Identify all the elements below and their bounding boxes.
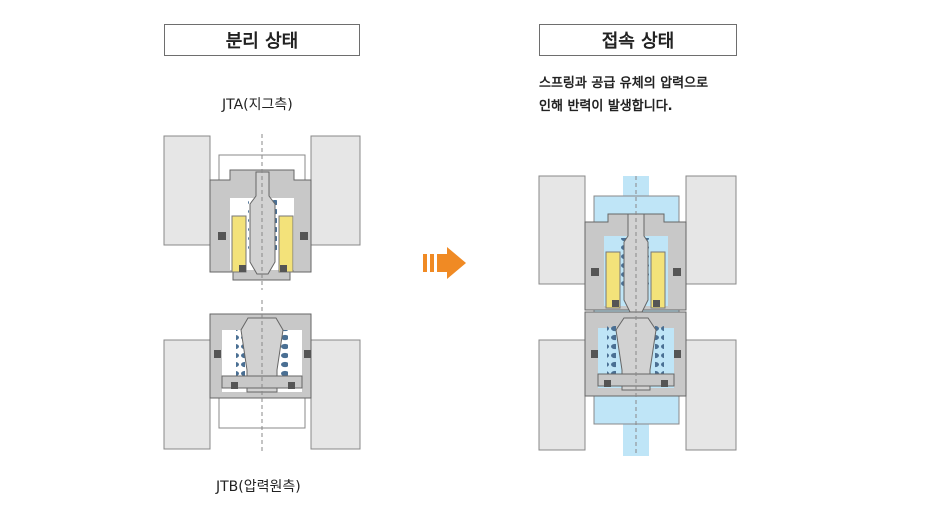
jta-assembly <box>163 134 361 290</box>
connected-assembly <box>538 175 737 456</box>
jtb-assembly <box>163 300 361 452</box>
connected-state-header: 접속 상태 <box>539 24 737 56</box>
description-line-2: 인해 반력이 발생합니다. <box>539 99 673 114</box>
jtb-caption: JTB(압력원측) <box>216 479 301 495</box>
jta-caption: JTA(지그측) <box>222 97 293 113</box>
separated-state-header: 분리 상태 <box>164 24 360 56</box>
description-line-1: 스프링과 공급 유체의 압력으로 <box>539 76 709 91</box>
transition-arrow <box>423 247 466 279</box>
